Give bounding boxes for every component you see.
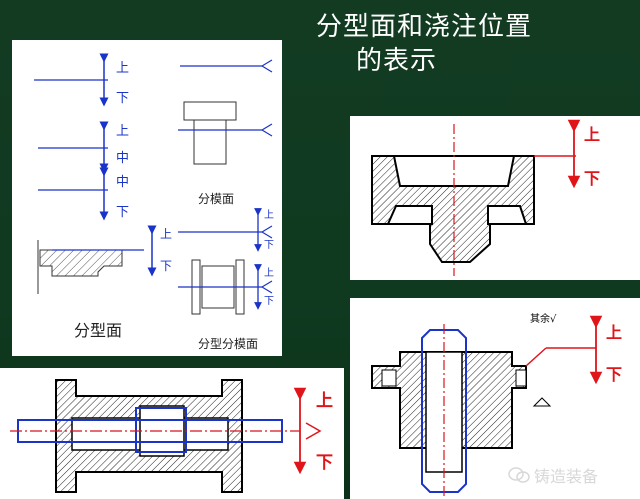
legend-up-2: 上 — [116, 124, 129, 139]
casting-section-panel: 上 下 — [350, 116, 640, 280]
watermark-text: 铸造装备 — [534, 467, 599, 486]
title-line-2: 的表示 — [356, 46, 438, 76]
section-up: 上 — [584, 125, 600, 144]
legend-down-3: 下 — [116, 205, 129, 220]
caption-mold-split: 分模面 — [198, 192, 234, 206]
legend-up-1: 上 — [116, 61, 129, 76]
flanged-part-drawing: 其余√ 上 下 — [371, 312, 622, 496]
caption-both: 分型分模面 — [198, 337, 258, 351]
roughness-note: 其余√ — [530, 312, 557, 325]
legend-up-4: 上 — [264, 209, 274, 221]
spool-up: 上 — [316, 391, 333, 411]
title-line-1: 分型面和浇注位置 — [316, 12, 533, 42]
flange-down: 下 — [606, 365, 622, 384]
symbol-legend-panel: 上 下 上 中 中 下 分模面 上 下 上 下 分型分模面 — [12, 40, 282, 356]
casting-section-drawing: 上 下 — [371, 119, 600, 276]
symbol-legend-drawing: 上 下 上 中 中 下 分模面 上 下 上 下 分型分模面 — [34, 53, 274, 351]
legend-middle-3: 中 — [116, 175, 129, 190]
legend-down-6: 下 — [160, 259, 172, 273]
legend-middle-2: 中 — [116, 151, 129, 166]
spool-down: 下 — [316, 453, 333, 473]
spool-drawing: 上 下 — [10, 379, 333, 493]
watermark: 铸造装备 — [508, 463, 598, 487]
legend-down-5: 下 — [264, 296, 274, 307]
section-down: 下 — [584, 169, 600, 188]
legend-down-4: 下 — [264, 240, 274, 251]
wechat-icon — [508, 467, 530, 483]
legend-up-6: 上 — [160, 227, 172, 241]
legend-down-1: 下 — [116, 91, 129, 106]
flange-up: 上 — [606, 323, 622, 342]
legend-up-5: 上 — [264, 267, 274, 279]
flanged-part-panel: 其余√ 上 下 — [350, 298, 640, 499]
caption-parting: 分型面 — [74, 321, 122, 340]
slide-title: 分型面和浇注位置 的表示 — [316, 10, 532, 78]
spool-panel: 上 下 — [0, 368, 344, 499]
